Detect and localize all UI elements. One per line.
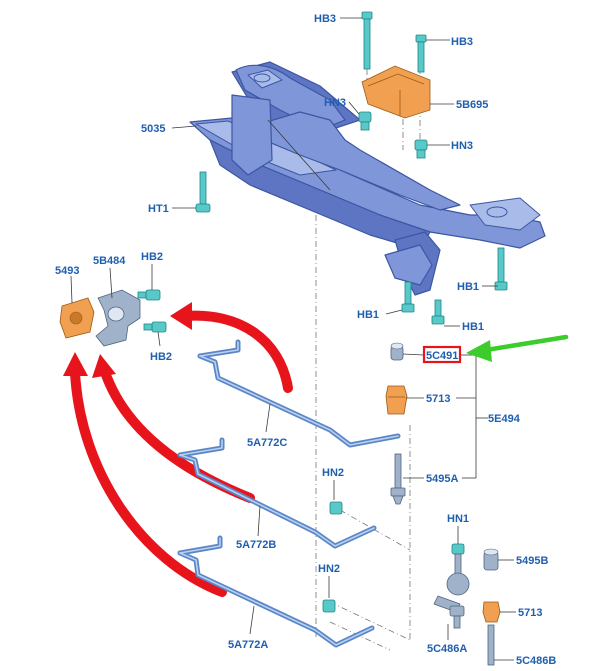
stabilizer-bar-5a772a: [177, 535, 375, 648]
leader-lines: [70, 17, 516, 661]
red-arrow-lower-head: [63, 352, 88, 376]
red-arrow-middle-head: [92, 354, 116, 378]
stabilizer-bar-5a772c: [197, 339, 401, 448]
bolt-hb2-top: [137, 289, 161, 301]
bolt-hb2-bottom: [143, 321, 167, 333]
label-hb3-right: HB3: [451, 36, 473, 48]
nut-hn1: [451, 543, 465, 555]
bolt-hb1-left: [401, 281, 415, 313]
label-5c486b: 5C486B: [516, 655, 556, 667]
label-hn3-right: HN3: [451, 140, 473, 152]
stabilizer-bar-5a772b: [177, 437, 377, 549]
label-hn2-upper: HN2: [322, 467, 344, 479]
part-5495b: [483, 548, 499, 571]
label-5c486a: 5C486A: [427, 643, 467, 655]
label-5035: 5035: [141, 123, 165, 135]
label-hb1-left: HB1: [357, 309, 379, 321]
link-5e494-components: [385, 342, 408, 505]
link-lower-components: [433, 543, 501, 666]
red-arrow-upper-head: [170, 302, 192, 330]
nut-hn2-lower: [322, 599, 336, 613]
bracket-5b484: [95, 289, 141, 347]
bracket-5b695: [361, 65, 431, 119]
red-arrow-lower: [70, 367, 227, 597]
label-5713-lower: 5713: [518, 607, 542, 619]
part-labels: HB3 HB3 HN3 5B695 HN3 5035 HT1 5493 5B48…: [55, 13, 556, 667]
nut-hn3-left: [358, 111, 372, 131]
highlight-box-5c491: [422, 345, 462, 364]
label-hb1-right: HB1: [457, 281, 479, 293]
label-5a772c: 5A772C: [247, 437, 287, 449]
link-5c486b: [487, 624, 495, 666]
label-5b484: 5B484: [93, 255, 126, 267]
link-5c486a: [433, 553, 470, 629]
label-hb1-bottom: HB1: [462, 321, 484, 333]
label-ht1: HT1: [148, 203, 169, 215]
bushing-5493: [59, 297, 95, 339]
label-hb3-top: HB3: [314, 13, 336, 25]
bolt-hb1-bottom: [431, 299, 445, 325]
label-hb2-bottom: HB2: [150, 351, 172, 363]
bolt-hb3-right: [415, 34, 427, 73]
label-5a772b: 5A772B: [236, 539, 276, 551]
stabilizer-bushing-assembly: [59, 289, 167, 347]
bushing-5713-lower: [482, 601, 501, 623]
label-5713-upper: 5713: [426, 393, 450, 405]
bushing-5713-upper: [385, 385, 408, 415]
label-5a772a: 5A772A: [228, 639, 268, 651]
label-hn3-left: HN3: [324, 97, 346, 109]
label-5e494: 5E494: [488, 413, 521, 425]
label-hb2-top: HB2: [141, 251, 163, 263]
rear-subframe: [189, 61, 546, 296]
bolt-hb3-top: [361, 11, 373, 70]
nut-hn3-right: [414, 139, 428, 159]
red-arrow-middle: [100, 367, 255, 503]
bolt-hb1-right: [494, 247, 508, 291]
bolt-ht1: [195, 171, 211, 213]
link-5495a: [390, 453, 406, 505]
label-5495b: 5495B: [516, 555, 548, 567]
label-5c491: 5C491: [426, 350, 458, 362]
label-hn2-lower: HN2: [318, 563, 340, 575]
nut-hn2-upper: [329, 501, 343, 515]
label-hn1: HN1: [447, 513, 469, 525]
label-5493: 5493: [55, 265, 79, 277]
red-arrow-upper: [180, 310, 293, 393]
green-arrow: [466, 334, 569, 362]
label-5b695: 5B695: [456, 99, 488, 111]
label-5495a: 5495A: [426, 473, 458, 485]
part-5c491: [390, 342, 404, 361]
